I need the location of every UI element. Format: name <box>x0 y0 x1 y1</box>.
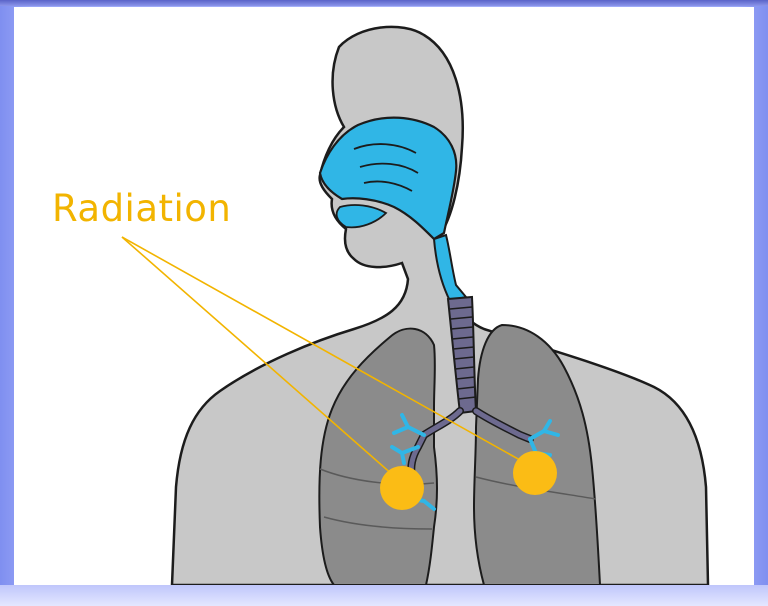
bottom-border <box>0 585 768 606</box>
top-border <box>0 0 768 6</box>
radiation-label: Radiation <box>52 190 231 227</box>
radiation-spot-right-lung <box>380 466 424 510</box>
diagram-canvas <box>14 7 754 585</box>
radiation-spot-left-lung <box>513 451 557 495</box>
body-silhouette <box>172 27 708 585</box>
respiratory-diagram: Radiation <box>14 7 754 585</box>
